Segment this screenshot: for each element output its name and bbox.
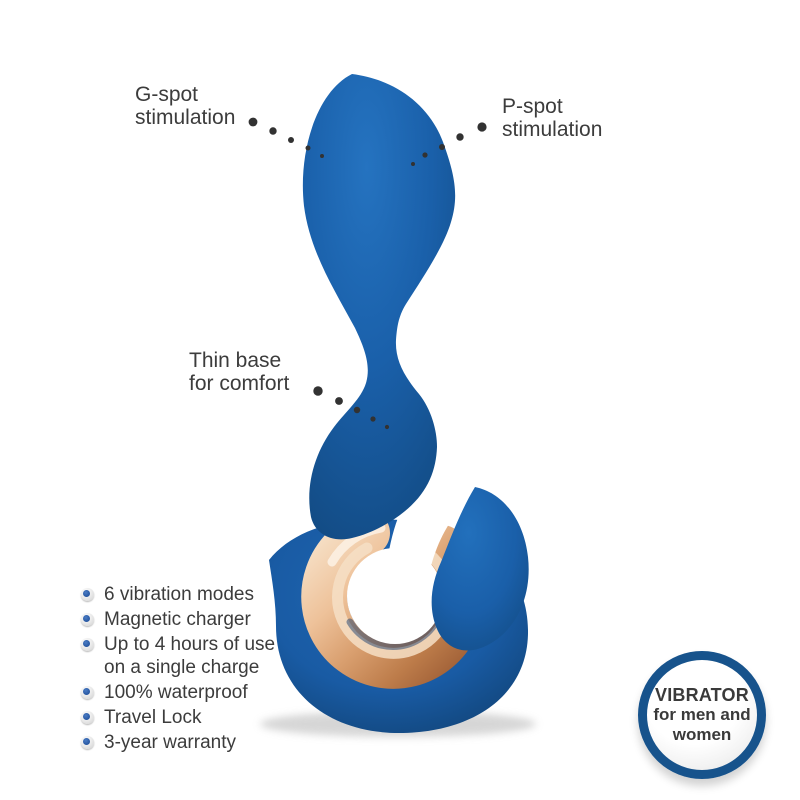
callout-gspot: G-spot stimulation — [135, 83, 235, 129]
feature-item: Up to 4 hours of use on a single charge — [81, 634, 275, 679]
feature-text: 6 vibration modes — [104, 584, 254, 605]
callout-gspot-line2: stimulation — [135, 106, 236, 129]
feature-text: 3-year warranty — [104, 731, 236, 753]
badge-title: VIBRATOR — [655, 685, 749, 705]
bullet-icon — [81, 710, 94, 724]
feature-text: Up to 4 hours of use — [104, 634, 276, 655]
leader-dots-pspot — [411, 122, 487, 166]
feature-list: 6 vibration modes Magnetic charger Up to… — [81, 584, 275, 757]
callout-pspot-line1: P-spot — [502, 95, 563, 118]
feature-text: Magnetic charger — [104, 609, 251, 630]
audience-badge: VIBRATOR for men and women — [638, 651, 766, 779]
feature-item: Travel Lock — [81, 707, 275, 730]
callout-thin-base-line2: for comfort — [189, 372, 290, 395]
bullet-icon — [81, 685, 94, 699]
bullet-icon — [81, 735, 94, 749]
feature-item: Magnetic charger — [81, 609, 275, 632]
leader-dots-gspot — [248, 117, 324, 158]
feature-item: 3-year warranty — [81, 732, 275, 755]
feature-item: 6 vibration modes — [81, 584, 275, 607]
feature-text: 100% waterproof — [104, 681, 248, 703]
bullet-icon — [81, 588, 94, 601]
gold-ring-reflection — [346, 618, 440, 650]
callout-thin-base: Thin base for comfort — [189, 349, 289, 395]
callout-thin-base-line1: Thin base — [189, 349, 282, 372]
device-nub — [431, 487, 529, 651]
badge-subtitle-2: women — [672, 725, 732, 744]
callout-pspot: P-spot stimulation — [502, 95, 602, 141]
badge-subtitle-1: for men and — [653, 705, 751, 724]
bullet-icon — [81, 638, 94, 651]
callout-gspot-line1: G-spot — [135, 83, 199, 106]
feature-text: Travel Lock — [104, 706, 202, 728]
feature-text: on a single charge — [104, 656, 260, 678]
bullet-icon — [81, 613, 94, 626]
leader-dots-thin-base — [313, 386, 390, 430]
callout-pspot-line2: stimulation — [502, 118, 603, 141]
device-body — [302, 74, 456, 540]
feature-item: 100% waterproof — [81, 682, 275, 705]
